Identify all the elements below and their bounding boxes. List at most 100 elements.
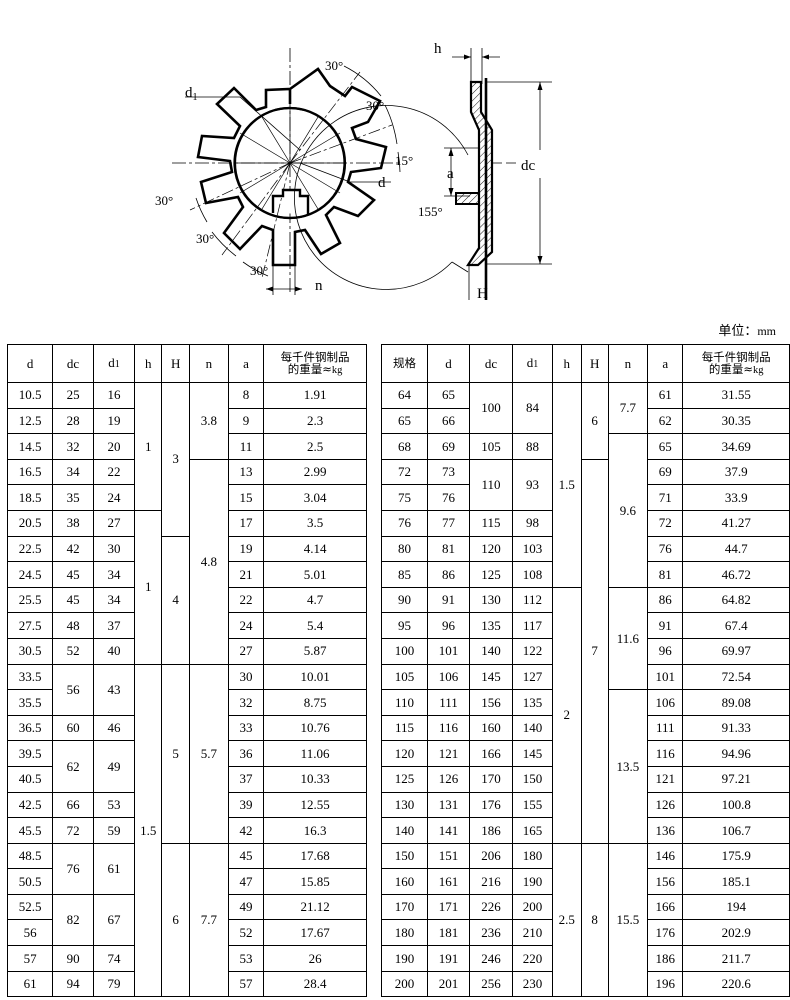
cell-a: 156: [647, 868, 684, 895]
weight-header-line1: 每千件钢制品: [701, 349, 771, 364]
cell-d: 57: [6, 945, 54, 972]
cell-a: 53: [227, 945, 265, 972]
cell-dc: 90: [52, 945, 95, 972]
cell-d: 33.5: [6, 663, 54, 691]
cell-gg: 115: [381, 714, 428, 742]
cell-h: 1: [133, 509, 163, 665]
cell-w: 16.3: [263, 817, 368, 844]
cell-w: 89.08: [682, 689, 790, 716]
cell-dc: 170: [468, 765, 513, 793]
label-H: H: [477, 286, 488, 302]
cell-d: 18.5: [6, 484, 54, 511]
cell-w: 41.27: [682, 509, 790, 537]
right-table-head: 规格 d dc d1 h H n a 每千件钢制品 的重量≈kg: [381, 344, 790, 383]
label-angle-30-d: 30°: [196, 231, 214, 246]
cell-dc: 216: [468, 868, 513, 895]
cell-n: 7.7: [188, 842, 229, 998]
col-header-a: a: [647, 344, 684, 383]
cell-d1: 59: [93, 817, 135, 844]
cell-dc: 236: [468, 919, 513, 947]
cell-gg: 190: [381, 945, 428, 972]
cell-d: 52.5: [6, 893, 54, 921]
cell-n: 13.5: [607, 689, 649, 844]
cell-w: 91.33: [682, 714, 790, 742]
cell-h: 1.5: [552, 382, 582, 588]
cell-h: 1: [133, 382, 163, 511]
cell-a: 52: [227, 919, 265, 947]
cell-w: 10.01: [263, 663, 368, 691]
cell-a: 22: [227, 586, 265, 614]
cell-dc: 206: [468, 842, 513, 870]
cell-H: 6: [161, 842, 190, 998]
cell-dc: 256: [468, 970, 513, 998]
cell-H: 4: [161, 535, 190, 665]
cell-gg: 85: [381, 561, 428, 588]
H-dimension: [468, 265, 487, 300]
cell-d1: 34: [93, 561, 135, 588]
cell-n: 3.8: [188, 382, 229, 460]
cell-a: 33: [227, 714, 265, 742]
cell-w: 64.82: [682, 586, 790, 614]
label-d: d: [378, 175, 386, 191]
cell-d1: 98: [511, 509, 554, 537]
cell-d1: 150: [511, 765, 554, 793]
cell-d1: 108: [511, 561, 554, 588]
cell-w: 17.67: [263, 919, 368, 947]
cell-w: 44.7: [682, 535, 790, 563]
cell-d1: 27: [93, 509, 135, 537]
cell-w: 3.5: [263, 509, 368, 537]
cell-d: 181: [426, 919, 470, 947]
label-angle-30-a: 30°: [325, 58, 343, 73]
cell-w: 100.8: [682, 791, 790, 819]
cell-a: 15: [227, 484, 265, 511]
cell-dc: 125: [468, 561, 513, 588]
unit-label: 单位：mm: [718, 320, 776, 339]
cell-a: 101: [647, 663, 684, 691]
cell-a: 19: [227, 535, 265, 563]
cell-a: 71: [647, 484, 684, 511]
cell-gg: 120: [381, 740, 428, 767]
cell-dc: 156: [468, 689, 513, 716]
cell-d: 12.5: [6, 407, 54, 435]
cell-a: 62: [647, 407, 684, 435]
cell-d1: 24: [93, 484, 135, 511]
cell-gg: 160: [381, 868, 428, 895]
cell-d: 56: [6, 919, 54, 947]
cell-w: 97.21: [682, 765, 790, 793]
section-view: [294, 48, 552, 300]
cell-d: 24.5: [6, 561, 54, 588]
cell-d: 91: [426, 586, 470, 614]
washer-outline: [196, 67, 388, 267]
cell-dc: 166: [468, 740, 513, 767]
cell-gg: 64: [381, 382, 428, 409]
col-header-n: n: [607, 344, 649, 383]
cell-dc: 45: [52, 586, 95, 614]
cell-d: 141: [426, 817, 470, 844]
a-dimension: [444, 147, 478, 197]
cell-d: 40.5: [6, 765, 54, 793]
cell-dc: 28: [52, 407, 95, 435]
cell-w: 69.97: [682, 637, 790, 665]
cell-w: 220.6: [682, 970, 790, 998]
cell-gg: 72: [381, 458, 428, 486]
cell-a: 36: [227, 740, 265, 767]
col-header-a: a: [227, 344, 265, 383]
label-angle-15: 15°: [395, 153, 413, 168]
cell-n: 7.7: [607, 381, 649, 435]
cell-h: 2: [552, 586, 582, 844]
cell-gg: 140: [381, 817, 428, 844]
col-header-weight: 每千件钢制品 的重量≈kg: [263, 344, 368, 383]
cell-w: 4.14: [263, 535, 368, 563]
cell-H: 7: [580, 458, 609, 844]
cell-dc: 52: [52, 637, 95, 665]
